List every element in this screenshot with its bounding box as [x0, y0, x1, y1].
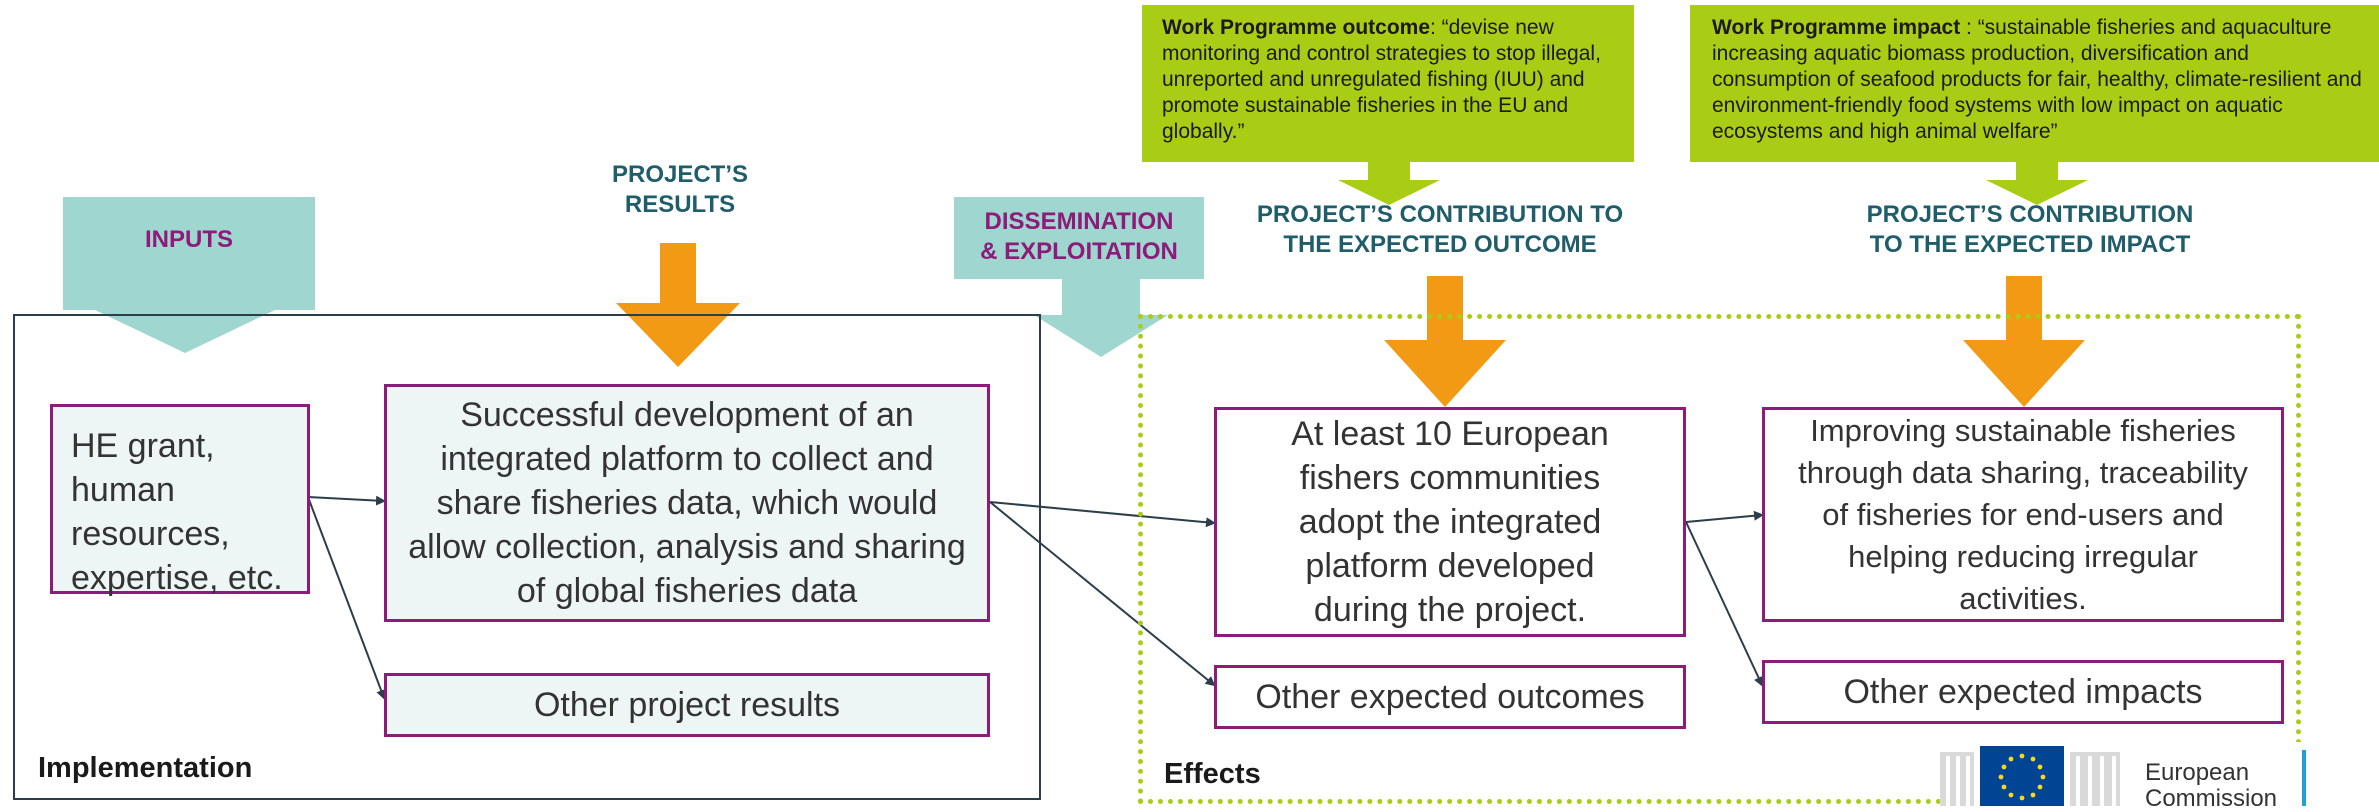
outcome-box-text: : “devise new monitoring and control str… — [1162, 16, 1601, 143]
results-box: Successful development of an integrated … — [384, 384, 990, 622]
implementation-frame — [13, 314, 1041, 800]
impact-box-text: : “sustainable fisheries and aquaculture… — [1712, 16, 2362, 143]
connector-outcome-impact — [1685, 510, 1764, 523]
other-impacts-text: Other expected impacts — [1843, 673, 2203, 711]
implementation-label: Implementation — [38, 752, 253, 784]
dissemination-arrow — [1034, 279, 1168, 357]
impact-green-arrow — [1986, 160, 2088, 205]
results-orange-arrow — [616, 243, 740, 367]
outcome-green-arrow — [1338, 160, 1440, 205]
results-box-text: Successful development of an integrated … — [408, 396, 966, 610]
outcome-header-line1: PROJECT’S CONTRIBUTION TO — [1256, 201, 1624, 228]
outcome-header: PROJECT’S CONTRIBUTION TO THE EXPECTED O… — [1210, 200, 1670, 260]
logo-divider — [2302, 750, 2306, 806]
impact-header: PROJECT’S CONTRIBUTION TO THE EXPECTED I… — [1800, 200, 2260, 260]
inputs-header: INPUTS — [144, 226, 233, 253]
results-header-line1: PROJECT’S — [611, 161, 749, 188]
european-commission-logo: European Commission — [1940, 742, 2310, 812]
connector-results-outcome — [989, 501, 1216, 528]
connector-inputs-other-results — [307, 496, 386, 700]
outcome-header-line2: THE EXPECTED OUTCOME — [1283, 231, 1597, 258]
outcome-box: At least 10 European fishers communities… — [1214, 407, 1686, 637]
other-outcomes-text: Other expected outcomes — [1255, 678, 1645, 716]
impact-header-line2: TO THE EXPECTED IMPACT — [1869, 231, 2191, 258]
other-results-text: Other project results — [533, 686, 841, 724]
impact-orange-arrow — [1963, 276, 2085, 407]
impact-header-line1: PROJECT’S CONTRIBUTION — [1866, 201, 2194, 228]
work-programme-impact-box: Work Programme impact : “sustainable fis… — [1690, 5, 2379, 162]
other-impacts-box: Other expected impacts — [1762, 660, 2284, 724]
outcome-orange-arrow — [1384, 276, 1506, 407]
impact-box: Improving sustainable fisheries through … — [1762, 407, 2284, 622]
eu-flag-icon — [1940, 746, 2120, 806]
logo-text-line2: Commission — [2145, 785, 2278, 812]
connector-outcome-other-impacts — [1685, 521, 1764, 687]
dissemination-header-line1: DISSEMINATION — [984, 208, 1174, 235]
logo-text-line1: European — [2145, 759, 2250, 786]
connector-results-other-outcomes — [989, 501, 1216, 687]
connector-inputs-results — [307, 495, 386, 506]
effects-frame — [1138, 314, 2301, 804]
work-programme-outcome-box: Work Programme outcome: “devise new moni… — [1142, 5, 1634, 162]
results-header-line2: RESULTS — [624, 191, 736, 218]
other-results-box: Other project results — [384, 673, 990, 737]
dissemination-header-line2: & EXPLOITATION — [980, 238, 1178, 265]
outcome-box-title: Work Programme outcome — [1162, 16, 1431, 39]
impact-box-title: Work Programme impact — [1712, 16, 1961, 39]
other-outcomes-box: Other expected outcomes — [1214, 665, 1686, 729]
impact-box-body: Improving sustainable fisheries through … — [1798, 412, 2248, 616]
results-header: PROJECT’S RESULTS — [560, 160, 800, 220]
effects-label: Effects — [1164, 758, 1261, 790]
outcome-box-body: At least 10 European fishers communities… — [1291, 415, 1609, 629]
inputs-box: HE grant, human resources, expertise, et… — [50, 404, 310, 597]
dissemination-header: DISSEMINATION & EXPLOITATION — [954, 207, 1204, 267]
